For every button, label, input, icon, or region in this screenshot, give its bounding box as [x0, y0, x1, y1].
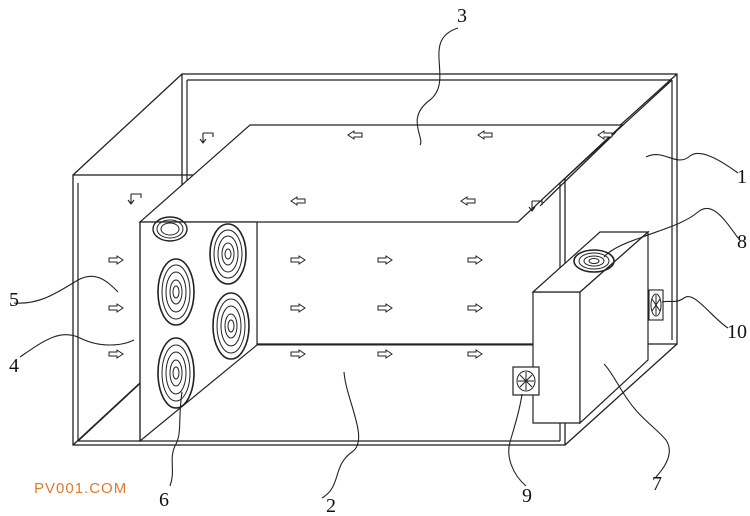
callout-2: 2	[326, 495, 336, 516]
fan-icon	[157, 258, 195, 326]
arrow-right-icon	[290, 303, 306, 313]
fan-icon	[573, 249, 615, 273]
cooling-unit	[531, 230, 650, 425]
arrow-right-icon	[290, 255, 306, 265]
top-plate-edge	[539, 131, 617, 207]
callout-3: 3	[457, 5, 467, 27]
callout-9: 9	[522, 485, 532, 507]
callout-7: 7	[652, 473, 662, 495]
arrow-right-icon	[377, 303, 393, 313]
fan-icon	[152, 216, 188, 242]
arrow-right-icon	[467, 303, 483, 313]
arrow-right-icon	[108, 303, 124, 313]
fan-icon	[212, 292, 250, 360]
fan-wall	[139, 221, 258, 443]
corner-arrow-icon	[199, 132, 214, 144]
leader-lines	[13, 27, 739, 499]
callout-10: 10	[727, 321, 747, 343]
watermark: PV001.COM	[34, 480, 128, 497]
callout-4: 4	[9, 355, 19, 377]
arrow-right-icon	[377, 255, 393, 265]
callout-labels: 1 2 3 4 5 6 7 8 9 10	[9, 5, 747, 516]
back-panel	[256, 222, 533, 346]
callout-5: 5	[9, 289, 19, 311]
callout-8: 8	[737, 231, 747, 253]
callout-6: 6	[159, 489, 169, 511]
top-plate	[138, 124, 624, 223]
fan-icon	[648, 289, 664, 321]
corner-arrow-icon	[127, 193, 142, 205]
fan-icon	[209, 223, 247, 285]
arrow-right-icon	[108, 255, 124, 265]
callout-1: 1	[737, 166, 747, 188]
arrow-right-icon	[377, 349, 393, 359]
arrow-right-icon	[467, 349, 483, 359]
fan-icon	[512, 366, 540, 396]
arrow-right-icon	[290, 349, 306, 359]
fan-icon	[157, 337, 195, 409]
arrow-right-icon	[467, 255, 483, 265]
arrow-right-icon	[108, 349, 124, 359]
fan-wall-fans	[152, 216, 250, 409]
